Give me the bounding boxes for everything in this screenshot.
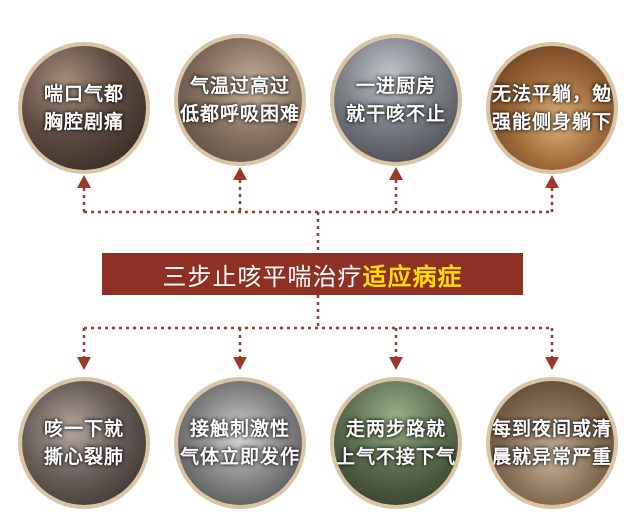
symptom-photo: [22, 46, 146, 170]
symptom-photo: [22, 381, 146, 505]
banner-text: 三步止咳平喘治疗: [162, 262, 363, 291]
arrow-up-icon: [77, 175, 91, 188]
symptom-photo: [490, 381, 614, 505]
arrow-down-icon: [545, 357, 559, 370]
symptom-caption: 走两步路就 上气不接下气: [335, 418, 456, 468]
symptom-photo: [334, 38, 458, 162]
arrow-down-icon: [389, 357, 403, 370]
arrow-down-icon: [233, 357, 247, 370]
symptom-caption: 无法平躺，勉 强能侧身躺下: [491, 83, 612, 133]
symptom-circle-5: 咳一下就 撕心裂肺: [18, 377, 150, 509]
symptom-circle-8: 每到夜间或清 晨就异常严重: [486, 377, 618, 509]
symptom-circle-2: 气温过高过 低都呼吸困难: [174, 34, 306, 166]
symptom-photo: [178, 38, 302, 162]
symptom-circle-1: 喘口气都 胸腔剧痛: [18, 42, 150, 174]
banner-highlight: 适应病症: [362, 262, 463, 291]
arrow-down-icon: [77, 357, 91, 370]
symptom-caption: 每到夜间或清 晨就异常严重: [491, 418, 612, 468]
symptom-circle-4: 无法平躺，勉 强能侧身躺下: [486, 42, 618, 174]
arrow-up-icon: [545, 175, 559, 188]
arrow-up-icon: [389, 167, 403, 180]
symptom-caption: 喘口气都 胸腔剧痛: [43, 83, 124, 133]
symptom-circle-7: 走两步路就 上气不接下气: [330, 377, 462, 509]
symptom-circle-6: 接触刺激性 气体立即发作: [174, 377, 306, 509]
symptom-photo: [334, 381, 458, 505]
symptom-caption: 咳一下就 撕心裂肺: [43, 418, 124, 468]
symptom-photo: [490, 46, 614, 170]
symptom-caption: 接触刺激性 气体立即发作: [179, 418, 300, 468]
symptom-circle-3: 一进厨房 就干咳不止: [330, 34, 462, 166]
symptom-caption: 气温过高过 低都呼吸困难: [179, 75, 300, 125]
symptom-caption: 一进厨房 就干咳不止: [345, 75, 446, 125]
arrow-up-icon: [233, 167, 247, 180]
symptom-photo: [178, 381, 302, 505]
title-banner: 三步止咳平喘治疗适应病症: [102, 253, 523, 295]
